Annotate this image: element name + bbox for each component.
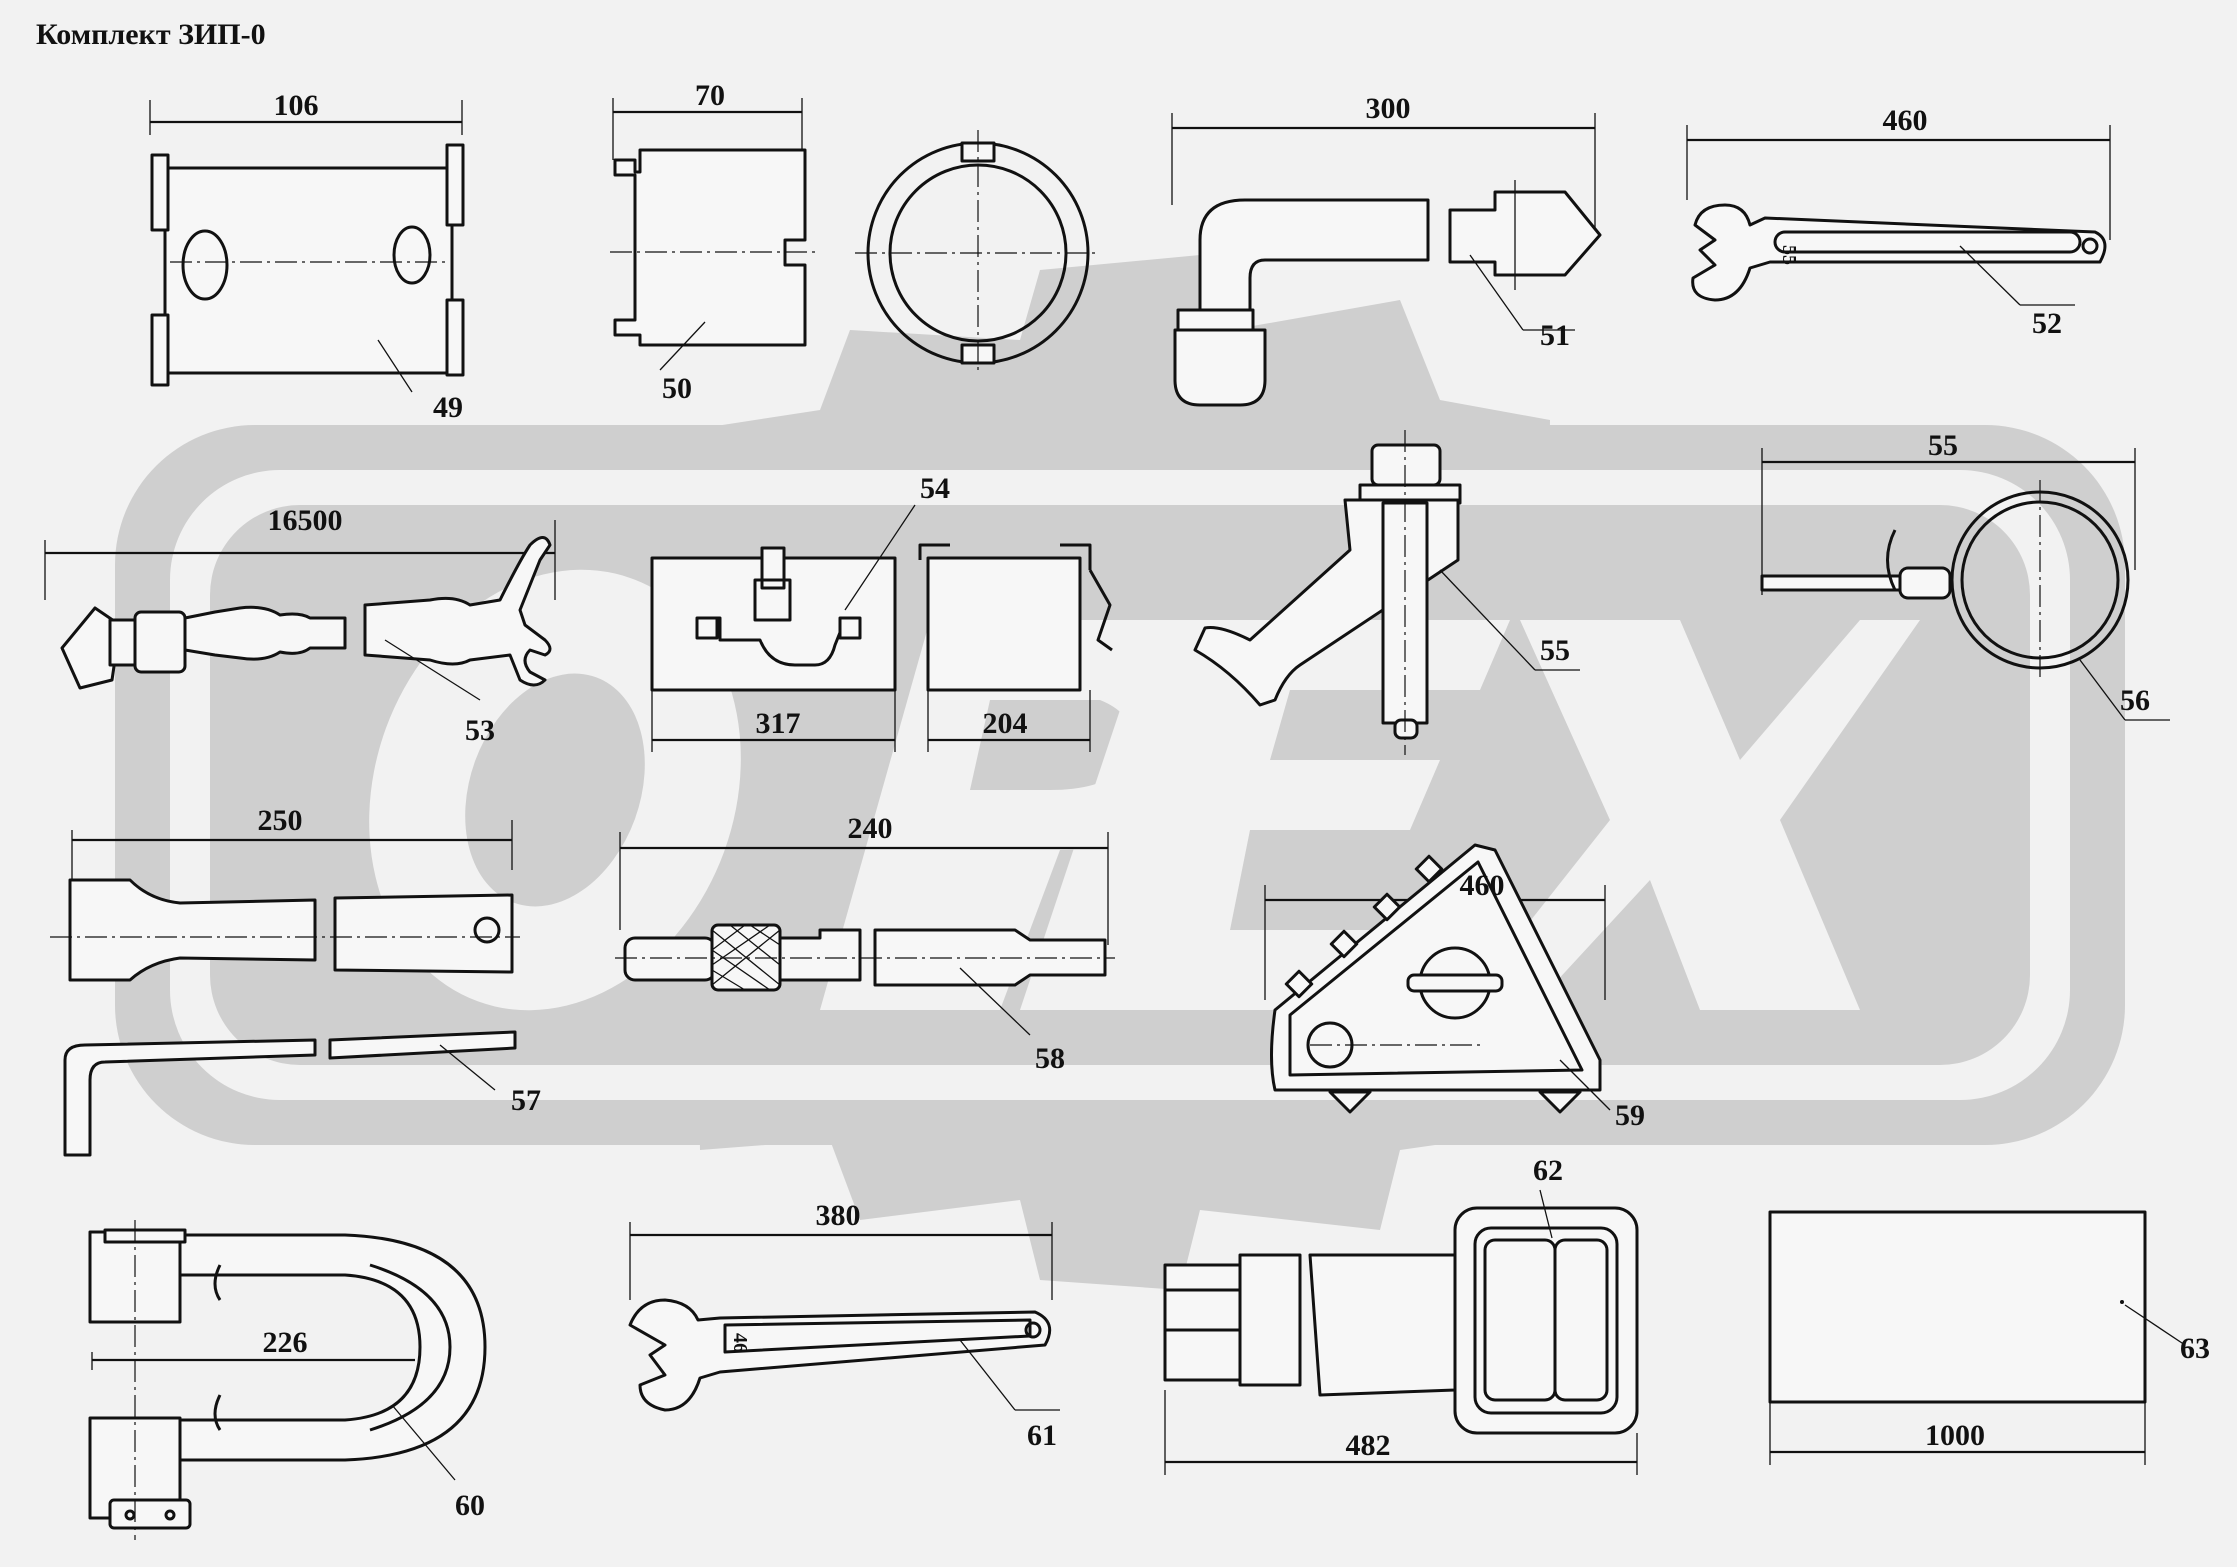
dim-62: 482 [1346, 1429, 1391, 1462]
dim-52: 460 [1883, 104, 1928, 137]
dim-56: 55 [1928, 429, 1958, 462]
dim-60: 226 [263, 1326, 308, 1359]
watermark-letter-e [1020, 620, 1510, 1010]
part-51 [1171, 113, 1602, 407]
dim-58: 240 [848, 812, 893, 845]
dim-63: 1000 [1925, 1419, 1985, 1452]
label-51: 51 [1540, 319, 1570, 352]
dim-61: 380 [816, 1199, 861, 1232]
dim-53: 16500 [268, 504, 343, 537]
part-62 [1163, 1189, 1639, 1475]
part-57 [50, 820, 520, 1157]
dim-59: 460 [1460, 869, 1505, 902]
watermark-letter-x [1460, 620, 1920, 1010]
part-52: 55 [1686, 125, 2111, 306]
label-55: 55 [1540, 634, 1570, 667]
dim-54b: 204 [983, 707, 1028, 740]
part-56 [1760, 448, 2170, 721]
part-55 [1193, 430, 1580, 755]
label-59: 59 [1615, 1099, 1645, 1132]
part-63 [1768, 1210, 2186, 1465]
watermark-logo [115, 255, 2125, 1290]
part-50 [610, 98, 1100, 375]
label-60: 60 [455, 1489, 485, 1522]
label-62: 62 [1533, 1154, 1563, 1187]
wrench-mark-52: 55 [1778, 245, 1800, 265]
part-49 [149, 100, 465, 393]
label-57: 57 [511, 1084, 541, 1117]
label-58: 58 [1035, 1042, 1065, 1075]
dim-50: 70 [695, 79, 725, 112]
part-61: 46 [628, 1222, 1060, 1412]
label-56: 56 [2120, 684, 2150, 717]
part-59 [1264, 843, 1611, 1114]
part-60 [88, 1220, 487, 1540]
label-54: 54 [920, 472, 950, 505]
dim-51: 300 [1366, 92, 1411, 125]
label-50: 50 [662, 372, 692, 405]
dim-57: 250 [258, 804, 303, 837]
label-61: 61 [1027, 1419, 1057, 1452]
dim-54: 317 [756, 707, 801, 740]
label-52: 52 [2032, 307, 2062, 340]
part-53 [44, 520, 556, 701]
part-54 [650, 504, 1113, 752]
label-49: 49 [433, 391, 463, 424]
part-58 [615, 832, 1115, 1036]
wrench-mark-61: 46 [729, 1333, 751, 1353]
drawing-title: Комплект ЗИП-0 [36, 18, 266, 51]
dim-49: 106 [274, 89, 319, 122]
label-63: 63 [2180, 1332, 2210, 1365]
label-53: 53 [465, 714, 495, 747]
